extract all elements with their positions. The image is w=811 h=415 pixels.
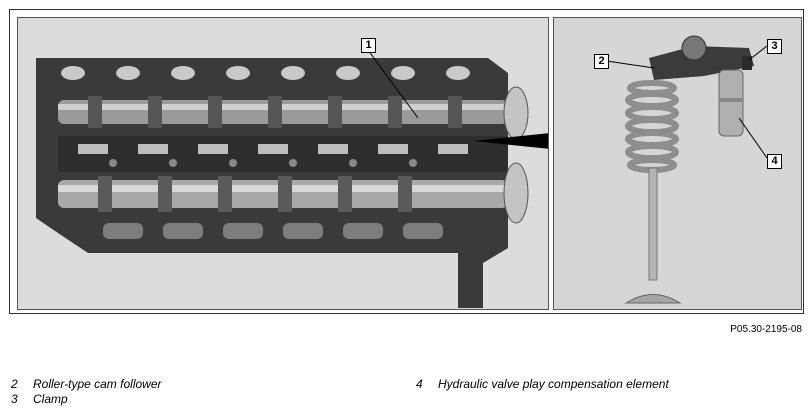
- valve-detail-drawing: [606, 35, 768, 304]
- figure-reference: P05.30-2195-08: [730, 324, 802, 335]
- legend-item-3: 3 Clamp: [11, 392, 68, 406]
- figure-frame: 1: [9, 9, 804, 314]
- legend-text: Hydraulic valve play compensation elemen…: [438, 377, 669, 391]
- legend-item-2: 2 Roller-type cam follower: [11, 377, 162, 391]
- legend-number: 2: [11, 377, 18, 391]
- legend-text: Roller-type cam follower: [33, 377, 162, 391]
- legend-number: 3: [11, 392, 18, 406]
- cylinder-head-drawing: [36, 49, 548, 308]
- callout-1: 1: [361, 38, 376, 53]
- callout-3: 3: [767, 39, 782, 54]
- callout-2: 2: [594, 54, 609, 69]
- legend-number: 4: [416, 377, 423, 391]
- legend-item-4: 4 Hydraulic valve play compensation eleme…: [416, 377, 669, 391]
- valve-detail-illustration: 2 3 4: [553, 17, 802, 310]
- legend-text: Clamp: [33, 392, 68, 406]
- callout-4: 4: [767, 154, 782, 169]
- cylinder-head-illustration: 1: [17, 17, 549, 310]
